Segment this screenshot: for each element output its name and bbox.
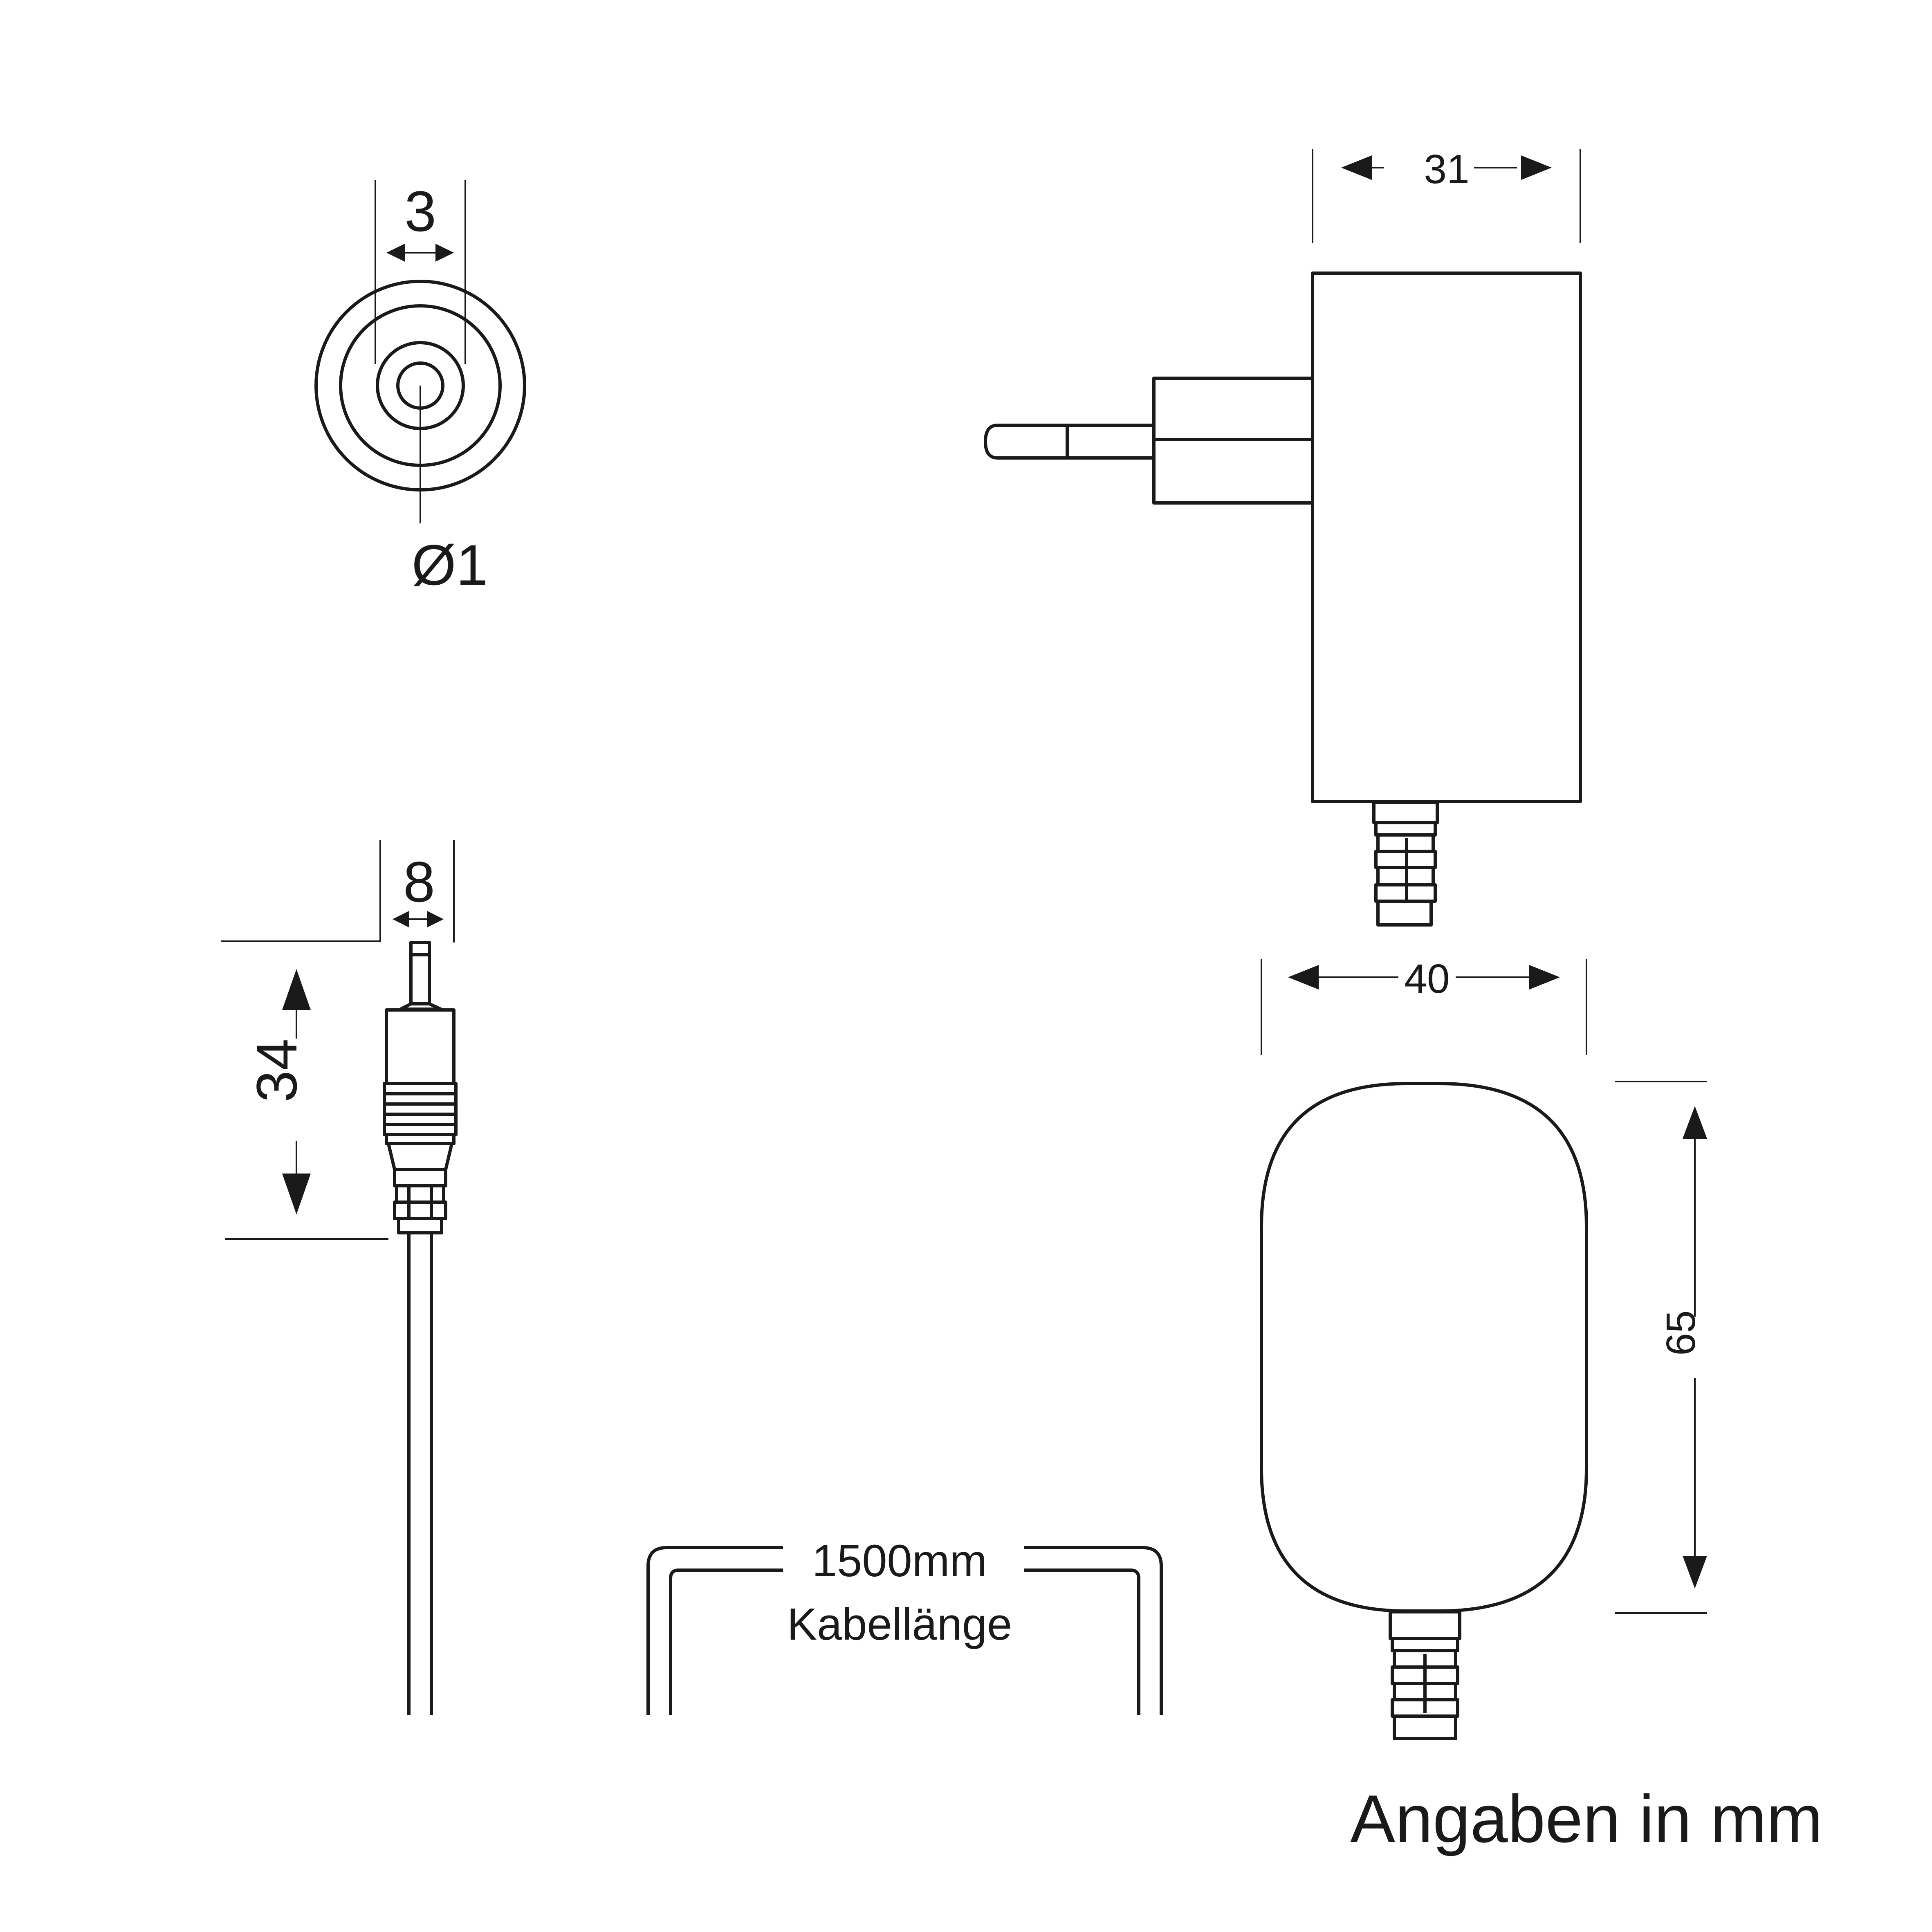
adapter-side-view: 31	[984, 146, 1582, 927]
side-dim-arrowhead-right	[1521, 155, 1552, 180]
adapter-front-view: 40 65	[1260, 956, 1707, 1740]
plug-pin-diameter-label: Ø1	[412, 533, 488, 597]
cable-length-label: 1500mm	[812, 1536, 987, 1586]
cable-length-indicator: 1500mm Kabellänge	[646, 1536, 1163, 1715]
units-note: Angaben in mm	[1350, 1781, 1823, 1856]
front-width-label: 40	[1404, 956, 1450, 1002]
adapter-body	[1311, 272, 1582, 803]
plug-dim-arrowhead-left	[386, 244, 405, 262]
adapter-strain-relief-front	[1389, 1610, 1461, 1740]
jack-strain-relief	[393, 1168, 447, 1234]
adapter-strain-relief-side	[1372, 801, 1439, 927]
jack-diameter-label: 8	[403, 850, 435, 914]
cable-bracket-outer	[646, 1546, 1163, 1715]
jack-tip	[409, 941, 431, 1005]
cable-length-caption: Kabellänge	[787, 1599, 1012, 1649]
cable-bracket-inner	[669, 1568, 1140, 1715]
adapter-front-body	[1260, 1082, 1588, 1613]
jack-length-label: 34	[245, 1039, 309, 1102]
jack-barrel	[385, 1008, 456, 1085]
plug-dim-arrowhead-right	[435, 244, 454, 262]
jack-grip-rings	[383, 1082, 458, 1145]
dc-jack-view: 8 34	[221, 840, 458, 1715]
plug-spacing-label: 3	[404, 179, 436, 243]
side-dim-arrowhead-left	[1341, 155, 1372, 180]
side-width-label: 31	[1424, 146, 1469, 192]
jack-ext-line-left	[221, 840, 381, 942]
front-height-label: 65	[1658, 1310, 1704, 1355]
plug-front-view: 3 Ø1	[314, 179, 526, 597]
adapter-pin	[984, 424, 1157, 460]
